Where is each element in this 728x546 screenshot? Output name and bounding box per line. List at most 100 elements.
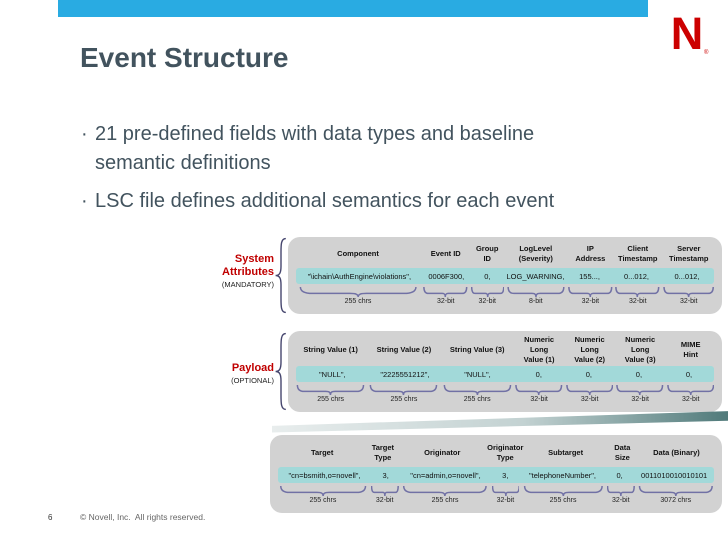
- field-size-label: 255 chrs: [549, 497, 577, 504]
- page-number: 6: [48, 513, 53, 522]
- payload-label: Payload (OPTIONAL): [168, 362, 274, 385]
- table-row: String Value (1)String Value (2)String V…: [294, 335, 716, 365]
- column-header: Server Timestamp: [669, 244, 709, 263]
- bullet-text: LSC file defines additional semantics fo…: [95, 190, 555, 212]
- column-header: Numeric Long Value (1): [523, 335, 555, 364]
- underbrace-icon: [471, 287, 504, 297]
- field-size: 32-bit: [606, 486, 636, 504]
- field-value: 0,: [685, 369, 693, 379]
- underbrace-icon: [507, 287, 565, 297]
- field-value: 0,: [535, 369, 542, 379]
- table-row: "NULL","2225551212","NULL",0,0,0,0,: [296, 366, 714, 382]
- underbrace-icon: [523, 486, 604, 496]
- field-value: 0,: [635, 369, 643, 379]
- field-size-label: 32-bit: [436, 298, 455, 305]
- underbrace-icon: [279, 486, 367, 496]
- underbrace-icon: [443, 385, 512, 395]
- payload-table: String Value (1)String Value (2)String V…: [288, 331, 722, 412]
- field-value: 0,: [616, 470, 623, 480]
- field-size: 255 chrs: [399, 486, 490, 504]
- field-value: LOG_WARNING,: [506, 271, 565, 281]
- field-size-label: 255 chrs: [317, 396, 345, 403]
- field-value: "2225551212",: [380, 369, 430, 379]
- field-size: 32-bit: [567, 287, 614, 305]
- field-size-label: 32-bit: [580, 396, 599, 403]
- underbrace-icon: [402, 486, 488, 496]
- underbrace-icon: [568, 287, 613, 297]
- bullet-item: · 21 pre-defined fields with data types …: [81, 120, 661, 178]
- field-size: 32-bit: [615, 385, 666, 403]
- novell-logo-icon: N: [670, 8, 704, 59]
- field-size: 255 chrs: [367, 385, 440, 403]
- field-size: 255 chrs: [276, 486, 370, 504]
- field-size: 255 chrs: [294, 385, 367, 403]
- field-size-label: 255 chrs: [309, 497, 337, 504]
- copyright-text: © Novell, Inc. All rights reserved.: [80, 512, 206, 522]
- field-value: "\ichain\AuthEngine\violations",: [307, 271, 412, 281]
- optional-label: (OPTIONAL): [231, 376, 274, 385]
- field-value: "NULL",: [319, 369, 346, 379]
- field-size-label: 32-bit: [631, 396, 649, 403]
- underbrace-icon: [296, 385, 365, 395]
- system-attributes-label: System Attributes (MANDATORY): [168, 253, 274, 289]
- field-value: 0...012,: [674, 271, 700, 281]
- system-attributes-label-text: System Attributes: [222, 253, 274, 278]
- underbrace-icon: [423, 287, 468, 297]
- field-size-label: 32-bit: [612, 497, 630, 504]
- underbrace-icon: [663, 287, 714, 297]
- field-size-label: 32-bit: [478, 298, 496, 305]
- field-size: 32-bit: [665, 385, 716, 403]
- field-size-label: 255 chrs: [463, 396, 491, 403]
- column-header: Data (Binary): [653, 447, 700, 457]
- field-size: 255 chrs: [441, 385, 514, 403]
- column-header: IP Address: [575, 244, 606, 263]
- field-value: 0...012,: [624, 271, 650, 281]
- registered-mark: ®: [704, 50, 709, 56]
- column-header: Numeric Long Value (3): [624, 335, 656, 364]
- underbrace-icon: [566, 385, 613, 395]
- column-header: Target: [310, 447, 334, 457]
- underbrace-icon: [667, 385, 714, 395]
- column-header: MIME Hint: [680, 340, 701, 359]
- field-size: 255 chrs: [294, 287, 422, 305]
- field-value: 3,: [382, 470, 389, 480]
- table-row: "cn=bsmith,o=novell",3,"cn=admin,o=novel…: [278, 467, 714, 483]
- column-header: Client Timestamp: [618, 244, 658, 263]
- bullet-dot-icon: ·: [81, 190, 88, 212]
- field-size-label: 32-bit: [581, 298, 600, 305]
- bullet-dot-icon: ·: [81, 123, 88, 145]
- field-size: 32-bit: [422, 287, 469, 305]
- column-header: String Value (1): [303, 345, 358, 355]
- underbrace-icon: [369, 385, 438, 395]
- payload-label-text: Payload: [231, 362, 274, 374]
- column-header: Group ID: [475, 244, 499, 263]
- field-value: 3,: [502, 470, 509, 480]
- field-size-label: 8-bit: [529, 298, 543, 305]
- field-value: 0,: [585, 369, 592, 379]
- field-size-label: 32-bit: [681, 396, 700, 403]
- column-header: String Value (3): [449, 345, 505, 355]
- field-size-label: 32-bit: [530, 396, 548, 403]
- bullet-text: 21 pre-defined fields with data types an…: [95, 123, 535, 174]
- underbrace-icon: [515, 385, 562, 395]
- field-size: 32-bit: [469, 287, 505, 305]
- column-header: Numeric Long Value (2): [574, 335, 606, 364]
- table-row: "\ichain\AuthEngine\violations",0006F300…: [296, 268, 714, 284]
- underbrace-icon: [371, 486, 399, 496]
- column-header: LogLevel (Severity): [518, 244, 553, 263]
- column-header: Event ID: [430, 249, 461, 259]
- page-title: Event Structure: [80, 42, 289, 73]
- field-size: 32-bit: [614, 287, 661, 305]
- system-attributes-brace-icon: [275, 237, 287, 314]
- field-size: 8-bit: [505, 287, 567, 305]
- field-value: 0011010010010101: [641, 470, 708, 480]
- field-value: "cn=bsmith,o=novell",: [288, 470, 361, 480]
- field-size: 32-bit: [661, 287, 716, 305]
- underbrace-icon: [616, 385, 663, 395]
- bullet-item: · LSC file defines additional semantics …: [81, 187, 661, 216]
- field-size: 255 chrs: [520, 486, 606, 504]
